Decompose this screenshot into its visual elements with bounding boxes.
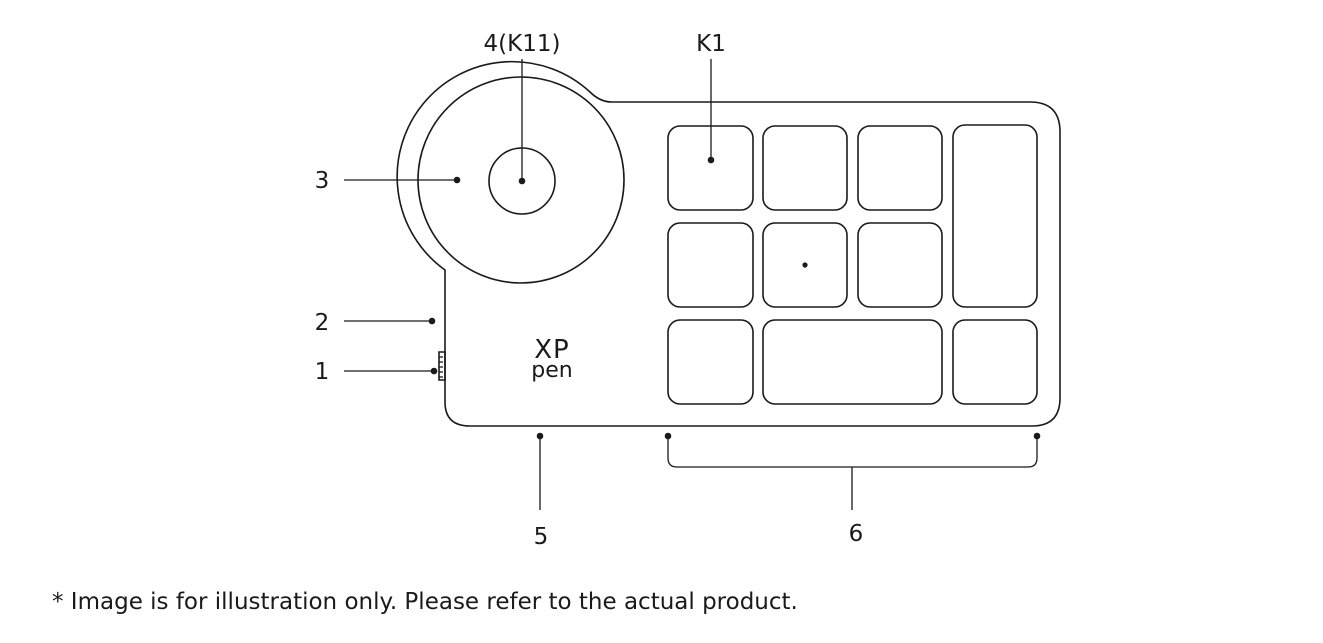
center-key-dot <box>802 262 808 268</box>
bracket-keys-6 <box>664 432 1041 510</box>
xppen-logo: XP pen <box>531 335 572 383</box>
logo-line-2: pen <box>531 358 572 383</box>
dot-knob-center <box>518 177 526 185</box>
dot-side-2 <box>428 317 436 325</box>
label-k1: K1 <box>696 31 726 57</box>
label-knob-center: 4(K11) <box>484 31 561 57</box>
key-r3c4 <box>952 319 1038 405</box>
label-bottom-5: 5 <box>534 524 549 550</box>
key-grid <box>667 124 1038 405</box>
key-r1c3 <box>857 125 943 211</box>
label-dial: 3 <box>315 168 330 194</box>
device-body-outline <box>396 60 1061 427</box>
footnote: * Image is for illustration only. Please… <box>52 589 798 615</box>
dot-side-1 <box>430 367 438 375</box>
dot-dial <box>453 176 461 184</box>
key-wide-bottom <box>762 319 943 405</box>
dot-bottom-5 <box>536 432 544 440</box>
label-keys-6: 6 <box>849 521 864 547</box>
label-side-1: 1 <box>315 359 330 385</box>
dot-k1 <box>707 156 715 164</box>
key-r2c1 <box>667 222 754 308</box>
label-side-2: 2 <box>315 310 330 336</box>
key-tall-right <box>952 124 1038 308</box>
key-r2c3 <box>857 222 943 308</box>
key-r1c2 <box>762 125 848 211</box>
logo-line-1: XP <box>534 335 570 365</box>
side-switch <box>438 351 446 381</box>
key-r3c1 <box>667 319 754 405</box>
